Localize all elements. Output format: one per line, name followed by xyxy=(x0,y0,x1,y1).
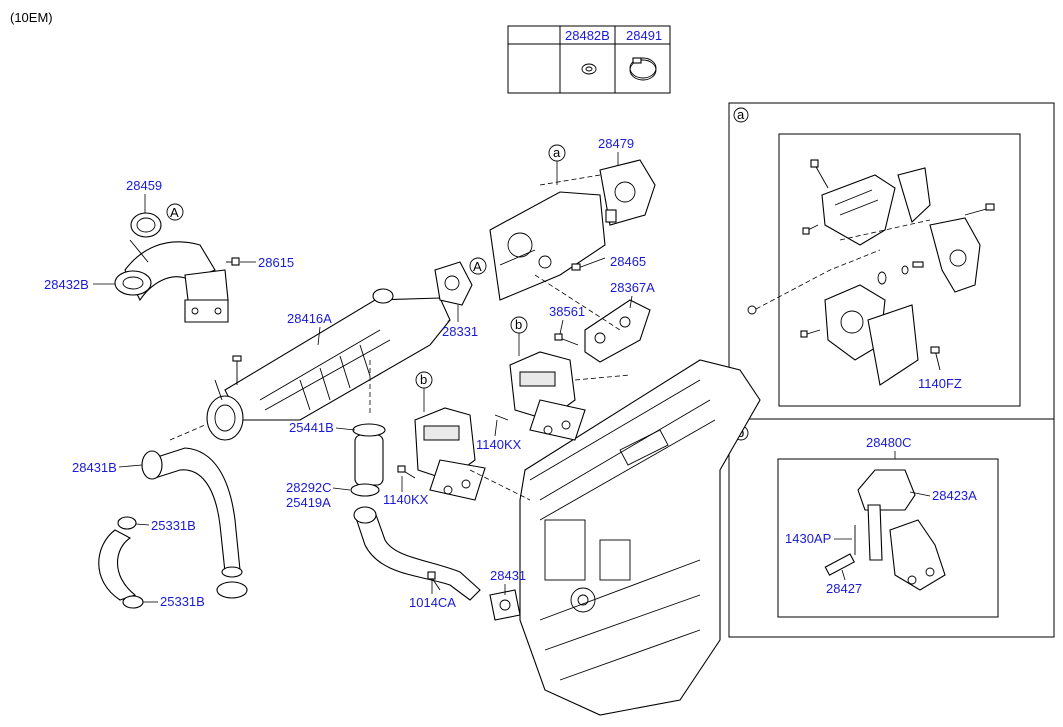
hose-25331B-drawing xyxy=(98,516,144,609)
egr-valve-detail-drawing xyxy=(929,217,981,293)
sleeve-25441B-drawing xyxy=(354,434,384,486)
label-25419A[interactable]: 25419A xyxy=(286,495,331,510)
clamp-icon xyxy=(629,57,657,81)
label-28331[interactable]: 28331 xyxy=(442,324,478,339)
label-28465[interactable]: 28465 xyxy=(610,254,646,269)
label-28423A[interactable]: 28423A xyxy=(932,488,977,503)
detail-panel-b: b 28480C 28423A 1430AP 28427 xyxy=(728,418,1055,638)
label-28479[interactable]: 28479 xyxy=(598,136,634,151)
label-38561[interactable]: 38561 xyxy=(549,304,585,319)
label-1140KX-lower[interactable]: 1140KX xyxy=(383,492,429,507)
label-1430AP[interactable]: 1430AP xyxy=(785,531,831,546)
label-1140FZ[interactable]: 1140FZ xyxy=(918,376,962,391)
label-1140KX-upper[interactable]: 1140KX xyxy=(476,437,522,452)
pipe-28431-drawing xyxy=(353,506,521,621)
bracket-upper-drawing xyxy=(509,351,586,441)
detail-a-marker: a xyxy=(737,107,745,122)
label-28292C[interactable]: 28292C xyxy=(286,480,332,495)
elbow-pipe-drawing xyxy=(114,212,229,323)
label-28480C[interactable]: 28480C xyxy=(866,435,912,450)
model-code: (10EM) xyxy=(10,10,53,25)
label-28432B[interactable]: 28432B xyxy=(44,277,89,292)
callout-A-1: A xyxy=(170,205,179,220)
label-28431[interactable]: 28431 xyxy=(490,568,526,583)
label-1014CA[interactable]: 1014CA xyxy=(409,595,456,610)
label-28431B[interactable]: 28431B xyxy=(72,460,117,475)
table-header-28482B[interactable]: 28482B xyxy=(565,28,610,43)
label-28427[interactable]: 28427 xyxy=(826,581,862,596)
parts-table: 28482B 28491 xyxy=(507,25,671,94)
table-header-28491[interactable]: 28491 xyxy=(626,28,662,43)
label-28615[interactable]: 28615 xyxy=(258,255,294,270)
callout-a: a xyxy=(553,145,561,160)
flange-28367A-drawing xyxy=(584,299,651,363)
callout-A-2: A xyxy=(473,259,482,274)
egr-valve-drawing xyxy=(489,159,656,301)
label-25331B-lower[interactable]: 25331B xyxy=(160,594,205,609)
label-25441B[interactable]: 25441B xyxy=(289,420,334,435)
pipe-28431B-drawing xyxy=(141,447,248,599)
bracket-lower-drawing xyxy=(414,407,486,501)
callout-b-1: b xyxy=(515,317,522,332)
egr-cooler-drawing xyxy=(206,288,451,441)
gasket-28331-drawing xyxy=(434,261,473,306)
bracket-28423A-drawing xyxy=(857,469,916,511)
label-28416A[interactable]: 28416A xyxy=(287,311,332,326)
label-25331B-upper[interactable]: 25331B xyxy=(151,518,196,533)
label-28367A[interactable]: 28367A xyxy=(610,280,655,295)
detail-panel-a: a 1140FZ xyxy=(728,102,1055,420)
heat-shield-drawing xyxy=(821,174,896,246)
callout-b-2: b xyxy=(420,372,427,387)
washer-icon xyxy=(581,63,597,75)
label-28459[interactable]: 28459 xyxy=(126,178,162,193)
engine-block-drawing xyxy=(519,359,761,716)
